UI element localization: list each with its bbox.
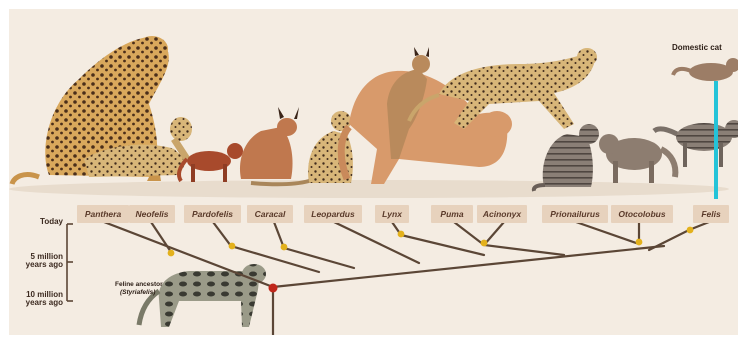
branch-prionailurus <box>576 222 639 244</box>
caracal-icon <box>240 107 299 179</box>
genus-label-panthera[interactable]: Panthera <box>77 205 129 223</box>
golden-cat-icon <box>179 143 243 182</box>
time-label-5-million: 5 million years ago <box>11 253 63 269</box>
phylogeny-figure: Panthera Neofelis Pardofelis Caracal Leo… <box>9 9 738 335</box>
branch-puma <box>454 222 564 255</box>
root-node-dot <box>269 284 278 293</box>
time-label-10-million: 10 million years ago <box>9 291 63 307</box>
genus-label-felis[interactable]: Felis <box>693 205 729 223</box>
genus-label-caracal[interactable]: Caracal <box>247 205 293 223</box>
ground-shadow <box>9 180 729 198</box>
node-dot <box>636 239 643 246</box>
branch-felis <box>649 222 709 250</box>
node-dot <box>168 250 175 257</box>
domestic-cat-caption: Domestic cat <box>672 43 722 52</box>
node-dot <box>281 244 288 251</box>
time-axis <box>67 224 73 301</box>
genus-label-neofelis[interactable]: Neofelis <box>129 205 175 223</box>
ancestor-caption-line1: Feline ancestor <box>115 281 163 289</box>
ancestor-caption-line2: (Styriafelis) <box>120 289 155 297</box>
branch-lynx <box>392 222 484 255</box>
branch-neofelis <box>151 222 171 252</box>
ancestor-cat-icon <box>139 264 266 327</box>
genus-label-pardofelis[interactable]: Pardofelis <box>184 205 241 223</box>
node-dot <box>398 231 405 238</box>
manul-icon <box>599 134 675 183</box>
genus-label-lynx[interactable]: Lynx <box>375 205 409 223</box>
time-label-today: Today <box>9 218 63 226</box>
genus-label-acinonyx[interactable]: Acinonyx <box>477 205 527 223</box>
domestic-cat-icon <box>673 58 738 81</box>
node-dot <box>229 243 236 250</box>
genus-label-puma[interactable]: Puma <box>431 205 473 223</box>
wildcat-icon <box>654 120 738 167</box>
genus-label-leopardus[interactable]: Leopardus <box>304 205 362 223</box>
genus-label-otocolobus[interactable]: Otocolobus <box>611 205 673 223</box>
leopard-cat-icon <box>534 124 599 191</box>
node-dot <box>687 227 694 234</box>
node-dot <box>481 240 488 247</box>
branch-leopardus <box>334 222 419 263</box>
genus-label-prionailurus[interactable]: Prionailurus <box>542 205 608 223</box>
